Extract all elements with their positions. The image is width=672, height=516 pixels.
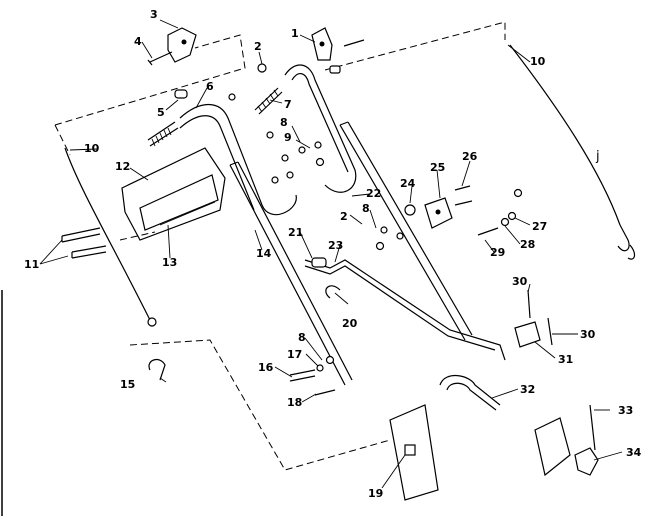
- callout-6: 6: [206, 80, 214, 93]
- assembly-boundary-lines: [54, 21, 506, 471]
- part-3-latch-bracket: [167, 27, 197, 63]
- callout-26: 26: [462, 150, 478, 163]
- parts-24-29-shift-hardware: [375, 185, 523, 251]
- parts-8-9-washers: [228, 93, 325, 184]
- callout-29: 29: [490, 246, 505, 259]
- callout-28: 28: [520, 238, 535, 251]
- callout-21: 21: [288, 226, 303, 239]
- part-12-control-panel: [121, 147, 226, 241]
- callout-labels: 1 2 2 3 4 5 6 7 8 8 8 9 10 10 11 12 13 1…: [24, 8, 642, 500]
- stray-mark: j: [595, 149, 600, 164]
- part-11-bolts: [61, 227, 107, 259]
- part-15-clip: [148, 358, 166, 381]
- part-2-nut-upper: [257, 63, 267, 73]
- part-23-shift-rod: [304, 257, 506, 361]
- callout-5: 5: [157, 106, 165, 119]
- part-10-cable-left: [64, 147, 157, 327]
- callout-14: 14: [256, 247, 272, 260]
- part-20-clip: [325, 285, 341, 299]
- parts-33-34-shift-plate: [534, 404, 599, 477]
- callout-7: 7: [284, 98, 292, 111]
- spring-left: [147, 121, 179, 147]
- part-1-latch: [311, 27, 365, 74]
- callout-33: 33: [618, 404, 633, 417]
- callout-32: 32: [520, 383, 535, 396]
- callout-8a: 8: [280, 116, 288, 129]
- callout-2a: 2: [254, 40, 262, 53]
- callout-3: 3: [150, 8, 158, 21]
- callout-8c: 8: [298, 331, 306, 344]
- part-4-screw: [147, 51, 173, 66]
- part-7-spring: [254, 87, 283, 115]
- callout-13: 13: [162, 256, 177, 269]
- callout-2b: 2: [340, 210, 348, 223]
- callout-18: 18: [287, 396, 302, 409]
- part-14-lower-handle: [229, 161, 353, 386]
- callout-27: 27: [532, 220, 547, 233]
- part-10-cable-right: [509, 44, 636, 260]
- callout-10b: 10: [530, 55, 546, 68]
- callout-1: 1: [291, 27, 299, 40]
- callout-25: 25: [430, 161, 445, 174]
- part-32-lower-rod: [439, 375, 501, 411]
- lower-handle-right: [339, 121, 473, 341]
- callout-8b: 8: [362, 202, 370, 215]
- callout-30b: 30: [580, 328, 596, 341]
- callout-22: 22: [366, 187, 381, 200]
- leader-lines: [39, 19, 623, 489]
- callout-34: 34: [626, 446, 642, 459]
- callout-4: 4: [134, 35, 142, 48]
- upper-right-handle: [284, 64, 357, 193]
- callout-31: 31: [558, 353, 573, 366]
- callout-24: 24: [400, 177, 416, 190]
- part-6-upper-left-handle: [179, 104, 297, 216]
- part-19-mount-bracket: [389, 404, 439, 501]
- callout-11: 11: [24, 258, 39, 271]
- part-31-shift-block: [514, 289, 553, 348]
- parts-16-18-hardware: [289, 355, 336, 396]
- callout-9: 9: [284, 131, 292, 144]
- callout-15: 15: [120, 378, 135, 391]
- callout-19: 19: [368, 487, 383, 500]
- callout-23: 23: [328, 239, 343, 252]
- callout-30a: 30: [512, 275, 528, 288]
- part-5-pin: [174, 89, 188, 99]
- callout-17: 17: [287, 348, 302, 361]
- callout-20: 20: [342, 317, 358, 330]
- callout-10a: 10: [84, 142, 100, 155]
- callout-16: 16: [258, 361, 274, 374]
- callout-12: 12: [115, 160, 130, 173]
